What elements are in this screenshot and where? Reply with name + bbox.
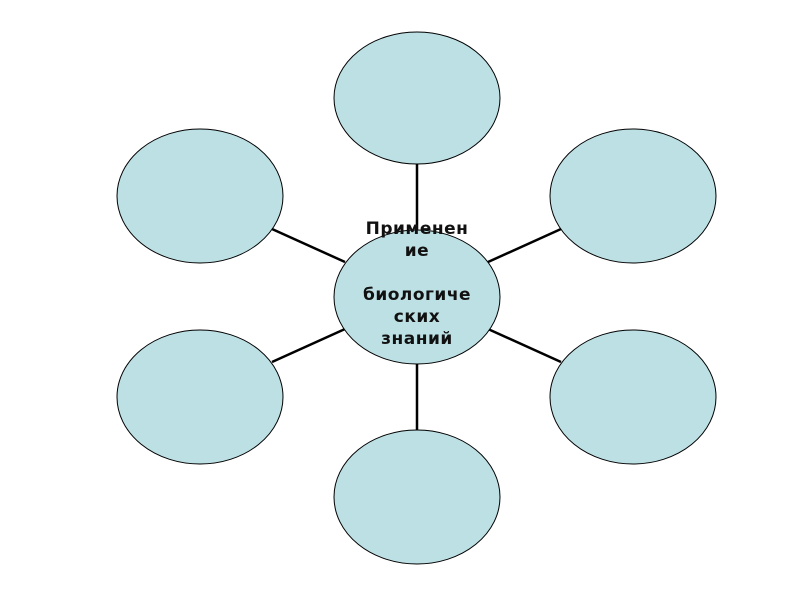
- center-label-line: ских: [393, 307, 441, 327]
- center-label-gap: [340, 262, 494, 284]
- connector-top-left: [271, 227, 346, 264]
- center-label-line: Применен: [365, 219, 469, 239]
- center-label: Применен ие биологиче ских знаний: [340, 218, 494, 350]
- bubble-top-right: [549, 128, 717, 264]
- center-label-line: ие: [404, 241, 430, 261]
- bubble-bottom-left: [116, 329, 284, 465]
- bubble-top: [333, 31, 501, 165]
- connector-bottom-right: [487, 327, 562, 364]
- bubble-bottom: [333, 429, 501, 565]
- center-label-line: биологиче: [362, 285, 472, 305]
- bubble-bottom-right: [549, 329, 717, 465]
- connector-top-right: [487, 227, 562, 264]
- bubble-top-left: [116, 128, 284, 264]
- center-label-line: знаний: [381, 329, 453, 349]
- bubble-center: [333, 229, 501, 365]
- connector-bottom-left: [271, 327, 346, 364]
